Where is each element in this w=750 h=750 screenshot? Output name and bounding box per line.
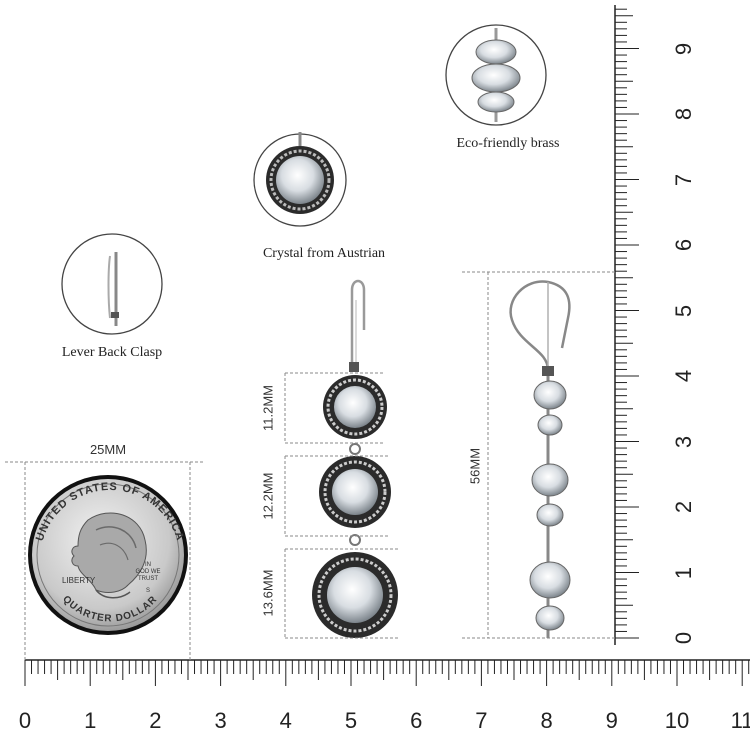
ruler-number: 6 <box>410 708 423 733</box>
lever-back-label: Lever Back Clasp <box>61 345 163 360</box>
top-crystal <box>323 375 387 439</box>
ruler-number: 5 <box>344 708 358 733</box>
ruler-number: 8 <box>671 107 696 121</box>
earring-side-view <box>509 280 571 638</box>
ruler-number: 3 <box>671 435 696 448</box>
ruler-number: 8 <box>540 708 553 733</box>
ruler-number: 2 <box>671 500 696 514</box>
ruler-number: 4 <box>671 369 696 383</box>
coin-width-dimension: 25MM <box>89 442 127 457</box>
horizontal-ruler <box>24 659 750 686</box>
ruler-number: 4 <box>279 708 292 733</box>
ruler-number: 1 <box>671 566 696 579</box>
crystal-detail-bubble <box>253 132 347 227</box>
total-length-dimension: 56MM <box>467 447 483 485</box>
ruler-number: 7 <box>475 708 488 733</box>
ruler-number: 0 <box>18 708 32 733</box>
ruler-number: 7 <box>671 173 696 186</box>
ruler-number: 9 <box>671 42 696 55</box>
brass-detail-bubble <box>445 24 547 126</box>
ruler-number: 2 <box>149 708 162 733</box>
ruler-number: 5 <box>671 304 696 317</box>
top-crystal-dimension: 11.2MM <box>260 385 276 431</box>
ruler-number: 9 <box>605 708 618 733</box>
middle-crystal-dimension: 12.2MM <box>260 472 276 520</box>
bottom-crystal <box>312 552 398 638</box>
vertical-ruler <box>614 5 639 645</box>
ruler-number: 3 <box>214 708 227 733</box>
ruler-number: 10 <box>664 708 690 733</box>
crystal-label: Crystal from Austrian <box>262 246 386 261</box>
vertical-ruler-ticks <box>615 8 639 639</box>
middle-crystal <box>319 456 391 528</box>
lever-back-detail-bubble <box>61 233 163 335</box>
quarter-coin <box>28 475 188 635</box>
coin-dimension-lines <box>5 461 205 660</box>
ruler-number: 0 <box>671 631 696 645</box>
brass-label: Eco-friendly brass <box>456 136 560 151</box>
horizontal-ruler-ticks <box>24 660 750 686</box>
ruler-number: 11 <box>730 708 750 733</box>
side-dimension-lines <box>462 271 615 639</box>
earring-front-view <box>312 279 398 638</box>
front-dimension-lines <box>284 372 398 639</box>
bottom-crystal-dimension: 13.6MM <box>260 569 276 617</box>
ruler-number: 1 <box>84 708 97 733</box>
ruler-number: 6 <box>671 238 696 252</box>
